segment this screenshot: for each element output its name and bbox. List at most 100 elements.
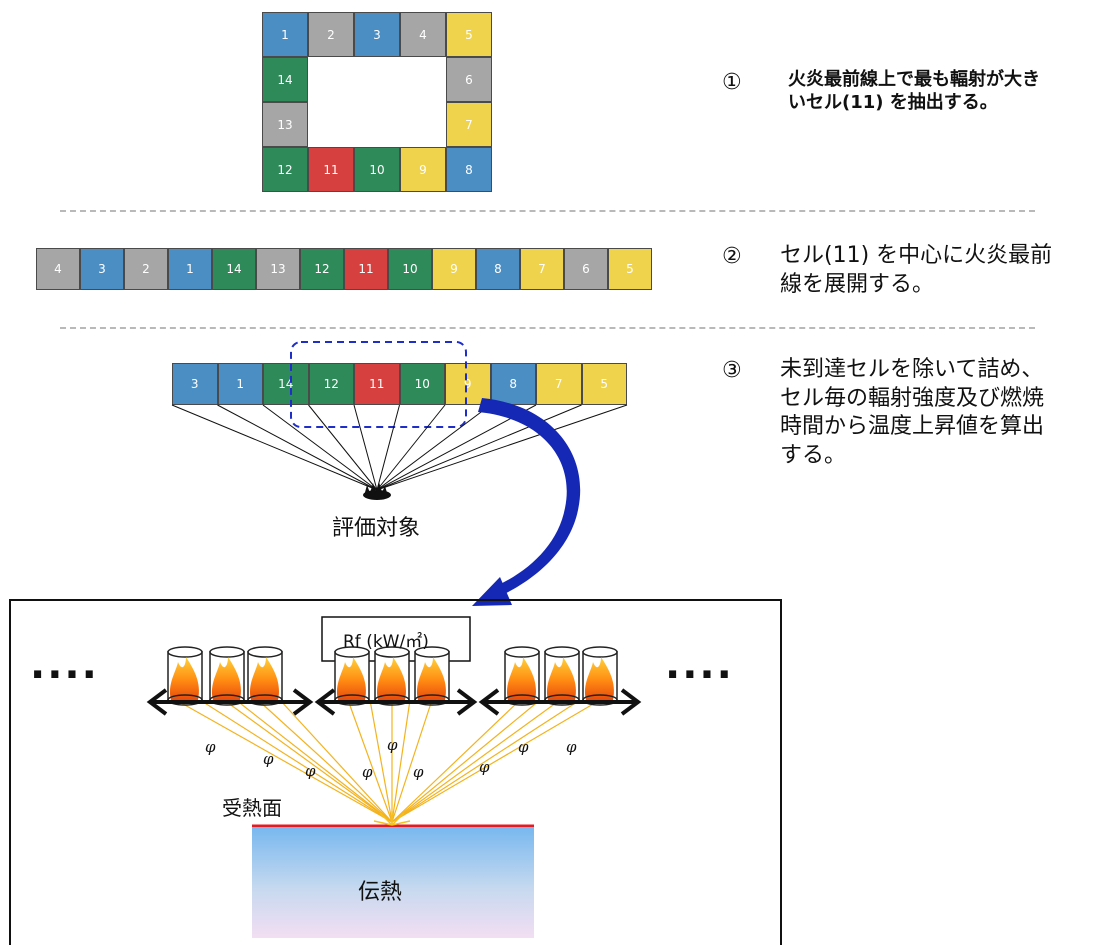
separator-2 [60,327,1035,329]
cell-14: 14 [262,57,308,102]
flux-line [391,699,581,823]
step3-text-line: 未到達セルを除いて詰め、 [780,357,1044,382]
view-line [376,404,628,491]
flux-line [391,699,433,823]
ellipsis-left: ···· [30,652,99,698]
heat-transfer-block [252,828,534,938]
cell-5: 5 [581,363,627,405]
phi-label: φ [305,762,316,780]
cell-8: 8 [446,147,492,192]
step1-text-line: いセル(11) を抽出する。 [788,92,998,114]
step1-text-line: 火炎最前線上で最も輻射が大き [788,69,1040,90]
phi-label: φ [413,763,424,781]
cell-11: 11 [344,248,388,290]
view-line [353,404,378,491]
step2-text-line: 線を展開する。 [780,271,935,297]
flux-lines [175,699,601,823]
cell-9: 9 [432,248,476,290]
cell-6: 6 [446,57,492,102]
cell-1: 1 [168,248,212,290]
cell-3: 3 [80,248,124,290]
flux-line [391,699,521,823]
flux-line [391,699,561,823]
cell-1: 1 [217,363,263,405]
view-lines [171,404,628,491]
target-blob-icon [363,482,391,500]
view-line [308,404,378,491]
step2-marker: ② [722,244,742,269]
receiving-surface-label: 受熱面 [222,796,282,820]
cell-12: 12 [308,363,354,405]
flux-focus-spark-icon [373,811,411,826]
detail-frame [9,599,782,945]
phi-label: φ [205,738,216,756]
flame-icon [374,646,410,706]
flame-icon [167,646,203,706]
cell-6: 6 [564,248,608,290]
cell-7: 7 [536,363,582,405]
view-line [262,404,378,491]
flame-icon [247,646,283,706]
evaluation-target-label: 評価対象 [332,516,421,541]
cell-4: 4 [36,248,80,290]
phi-label: φ [566,738,577,756]
phi-label: φ [518,738,529,756]
separator-1 [60,210,1035,212]
flux-line [391,699,541,823]
step3-text-line: セル毎の輻射強度及び燃焼 [780,385,1045,411]
double-arrow-icon [146,688,314,716]
cell-8: 8 [476,248,520,290]
cell-1: 1 [262,12,308,57]
phi-label: φ [387,736,398,754]
phi-label: φ [479,758,490,776]
flux-line [391,699,411,823]
cell-10: 10 [399,363,445,405]
flux-line [369,699,393,823]
flame-cylinders [167,646,618,706]
step2-text-line: セル(11) を中心に火炎最前 [780,243,1053,268]
cell-13: 13 [256,248,300,290]
view-line [376,404,400,491]
cell-11: 11 [308,147,354,192]
double-arrow-icon [478,688,642,716]
cell-4: 4 [400,12,446,57]
view-line [376,404,491,491]
flame-icon [209,646,245,706]
step3-marker: ③ [722,358,742,383]
flux-line [199,699,393,823]
cell-2: 2 [124,248,168,290]
flux-line [223,699,393,823]
rf-label: Rf (kW/㎡) [343,632,429,652]
cell-9: 9 [400,147,446,192]
step2-description: セル(11) を中心に火炎最前 線を展開する。 [780,242,1052,299]
view-line [376,404,582,491]
view-line [217,404,378,491]
flux-line [279,699,393,823]
cell-9: 9 [445,363,491,405]
phi-label: φ [362,763,373,781]
flux-line [235,699,393,823]
view-line [171,404,378,491]
curved-arrow-icon [472,398,581,606]
cell-10: 10 [388,248,432,290]
phi-label: φ [263,750,274,768]
flux-line [347,699,393,823]
flame-icon [544,646,580,706]
flux-line [257,699,393,823]
fire-front-arrows [146,688,642,716]
heat-transfer-label: 伝熱 [358,880,403,905]
cell-7: 7 [446,102,492,147]
flux-line [391,699,601,823]
cell-14: 14 [263,363,309,405]
ellipsis-right: ···· [665,652,734,698]
step1-marker: ① [722,70,742,95]
cell-3: 3 [354,12,400,57]
cell-5: 5 [608,248,652,290]
step3-text-line: 時間から温度上昇値を算出 [780,414,1045,440]
view-line [376,404,446,491]
cell-12: 12 [300,248,344,290]
cell-7: 7 [520,248,564,290]
cell-14: 14 [212,248,256,290]
